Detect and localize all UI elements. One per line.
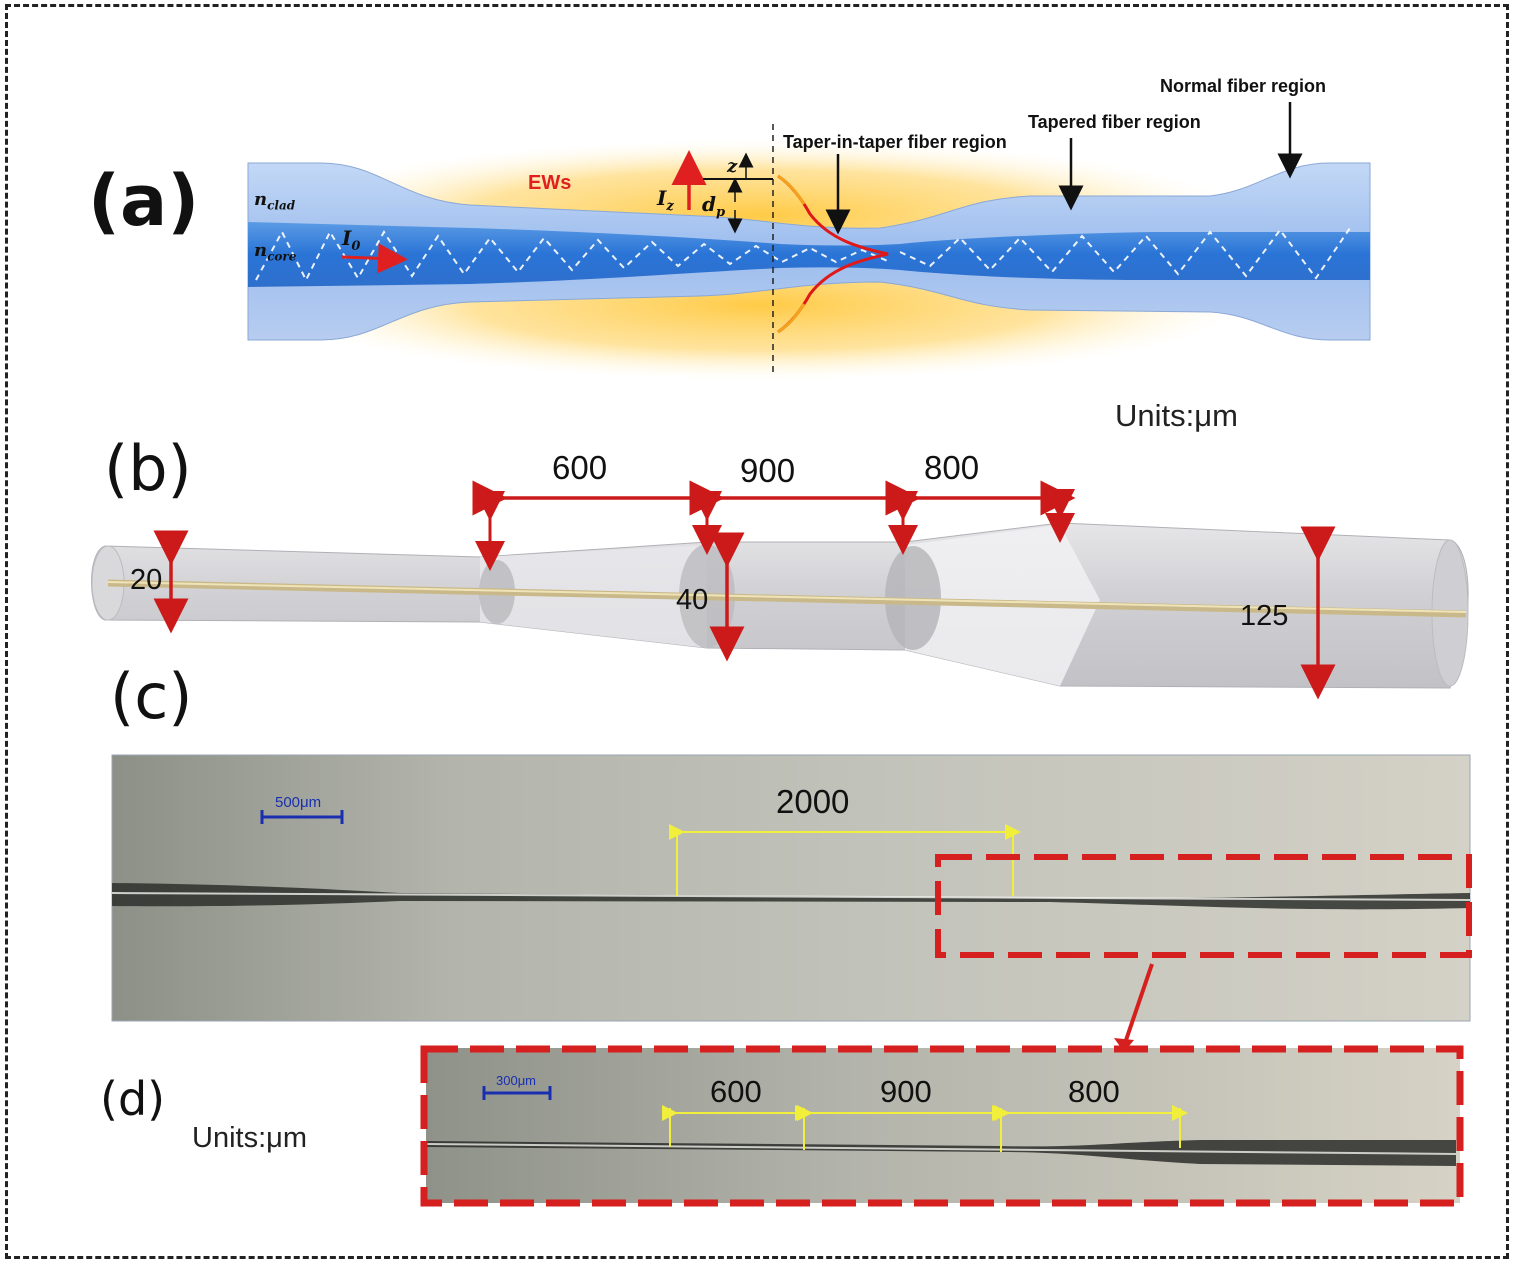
iz-label: Iz: [657, 186, 674, 214]
taper-in-taper-region-label: Taper-in-taper fiber region: [783, 132, 1007, 152]
length-label-900: 900: [740, 452, 796, 489]
units-label-b: Units:μm: [1115, 398, 1238, 433]
length-label-600: 600: [552, 449, 608, 486]
length-label-d-800: 800: [1068, 1074, 1120, 1109]
gaussian-profile-inner-low: [777, 303, 806, 334]
light-rays: [255, 229, 891, 283]
length-label-2000: 2000: [776, 783, 850, 820]
fiber-core: [248, 222, 1370, 287]
i0-arrow: [341, 243, 408, 274]
panel-label-c: (c): [110, 660, 193, 733]
n-clad-label: nclad: [254, 189, 296, 213]
gaussian-profile-inner: [777, 174, 806, 205]
z-label: z: [727, 156, 738, 177]
light-rays-right: [899, 227, 1351, 280]
normal-region-label: Normal fiber region: [1160, 76, 1327, 96]
tapered-region-label: Tapered fiber region: [1028, 112, 1201, 132]
fiber-3d-core-highlight: [107, 581, 1467, 613]
micrograph-d-background: [426, 1048, 1460, 1203]
units-label-d: Units:μm: [192, 1122, 307, 1154]
n-core-label: ncore: [254, 240, 297, 264]
length-label-d-900: 900: [880, 1074, 932, 1109]
length-label-800: 800: [924, 449, 980, 486]
zoom-highlight-box: [935, 854, 1472, 958]
scale-bar-300-label: 300μm: [496, 1073, 537, 1088]
figure-frame: [5, 4, 1509, 1259]
micrograph-c-fiber-highlight: [111, 892, 1471, 901]
diameter-label-40: 40: [676, 584, 709, 616]
micrograph-d-fiber-highlight: [425, 1143, 1457, 1155]
ews-label: EWs: [528, 172, 572, 194]
fiber-3d-core: [107, 579, 1467, 618]
panel-label-a: (a): [88, 160, 200, 242]
length-label-d-600: 600: [710, 1074, 762, 1109]
micrograph-d-frame: [420, 1045, 1464, 1207]
diameter-label-125: 125: [1240, 600, 1289, 632]
panel-label-d: (d): [100, 1072, 166, 1126]
panel-label-b: (b): [104, 432, 192, 505]
diameter-label-20: 20: [130, 564, 163, 596]
dp-label: dp: [702, 192, 726, 220]
scale-bar-500-label: 500μm: [275, 794, 322, 811]
micrograph-c-background: [111, 754, 1471, 1022]
zoom-connector-arrowhead: [1114, 1038, 1134, 1052]
zoom-connector-arrow: [1122, 963, 1154, 1047]
i0-label: I0: [342, 226, 361, 254]
